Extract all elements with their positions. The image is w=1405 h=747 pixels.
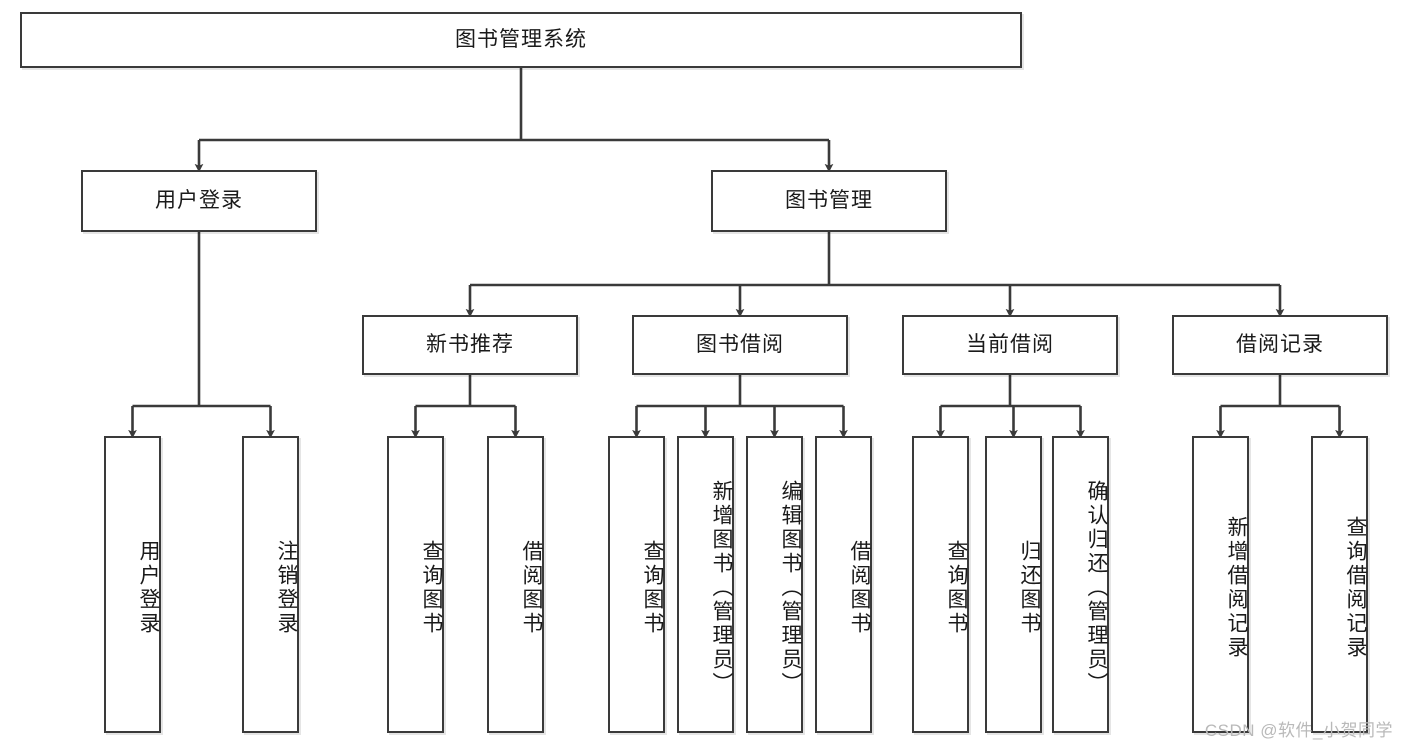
node-label: 图书管理 — [785, 189, 873, 213]
node-label: 用户登录 — [155, 189, 243, 213]
node-leaf-add-borrow-record[interactable]: 新增借阅记录 — [1192, 436, 1249, 733]
node-label: 查询图书 — [641, 539, 664, 636]
csdn-watermark: CSDN @软件_小贺同学 — [1204, 721, 1393, 740]
node-leaf-query-book-1[interactable]: 查询图书 — [387, 436, 444, 733]
node-label: 编辑图书（管理员） — [779, 479, 802, 696]
node-leaf-add-book[interactable]: 新增图书（管理员） — [677, 436, 734, 733]
node-leaf-borrow-book-2[interactable]: 借阅图书 — [815, 436, 872, 733]
node-label: 查询图书 — [420, 539, 443, 636]
node-label: 确认归还（管理员） — [1085, 479, 1108, 696]
node-label: 借阅图书 — [848, 539, 871, 636]
node-label: 借阅图书 — [520, 539, 543, 636]
node-leaf-query-borrow-record[interactable]: 查询借阅记录 — [1311, 436, 1368, 733]
node-book-management[interactable]: 图书管理 — [711, 170, 947, 232]
node-label: 借阅记录 — [1236, 333, 1324, 357]
node-label: 归还图书 — [1018, 539, 1041, 636]
node-root[interactable]: 图书管理系统 — [20, 12, 1022, 68]
node-label: 查询借阅记录 — [1344, 515, 1367, 660]
node-user-login[interactable]: 用户登录 — [81, 170, 317, 232]
node-leaf-confirm-return[interactable]: 确认归还（管理员） — [1052, 436, 1109, 733]
node-label: 图书借阅 — [696, 333, 784, 357]
node-leaf-user-logout[interactable]: 注销登录 — [242, 436, 299, 733]
node-book-borrow[interactable]: 图书借阅 — [632, 315, 848, 375]
node-new-book-recommend[interactable]: 新书推荐 — [362, 315, 578, 375]
node-label: 用户登录 — [137, 539, 160, 636]
node-leaf-borrow-book-1[interactable]: 借阅图书 — [487, 436, 544, 733]
node-leaf-query-book-2[interactable]: 查询图书 — [608, 436, 665, 733]
node-current-borrow[interactable]: 当前借阅 — [902, 315, 1118, 375]
node-label: 当前借阅 — [966, 333, 1054, 357]
node-leaf-user-login[interactable]: 用户登录 — [104, 436, 161, 733]
node-label: 新增图书（管理员） — [710, 479, 733, 696]
node-label: 新书推荐 — [426, 333, 514, 357]
node-borrow-record[interactable]: 借阅记录 — [1172, 315, 1388, 375]
node-leaf-edit-book[interactable]: 编辑图书（管理员） — [746, 436, 803, 733]
node-label: 新增借阅记录 — [1225, 515, 1248, 660]
node-label: 图书管理系统 — [455, 28, 587, 52]
node-leaf-query-book-3[interactable]: 查询图书 — [912, 436, 969, 733]
node-label: 注销登录 — [275, 539, 298, 636]
node-leaf-return-book[interactable]: 归还图书 — [985, 436, 1042, 733]
node-label: 查询图书 — [945, 539, 968, 636]
